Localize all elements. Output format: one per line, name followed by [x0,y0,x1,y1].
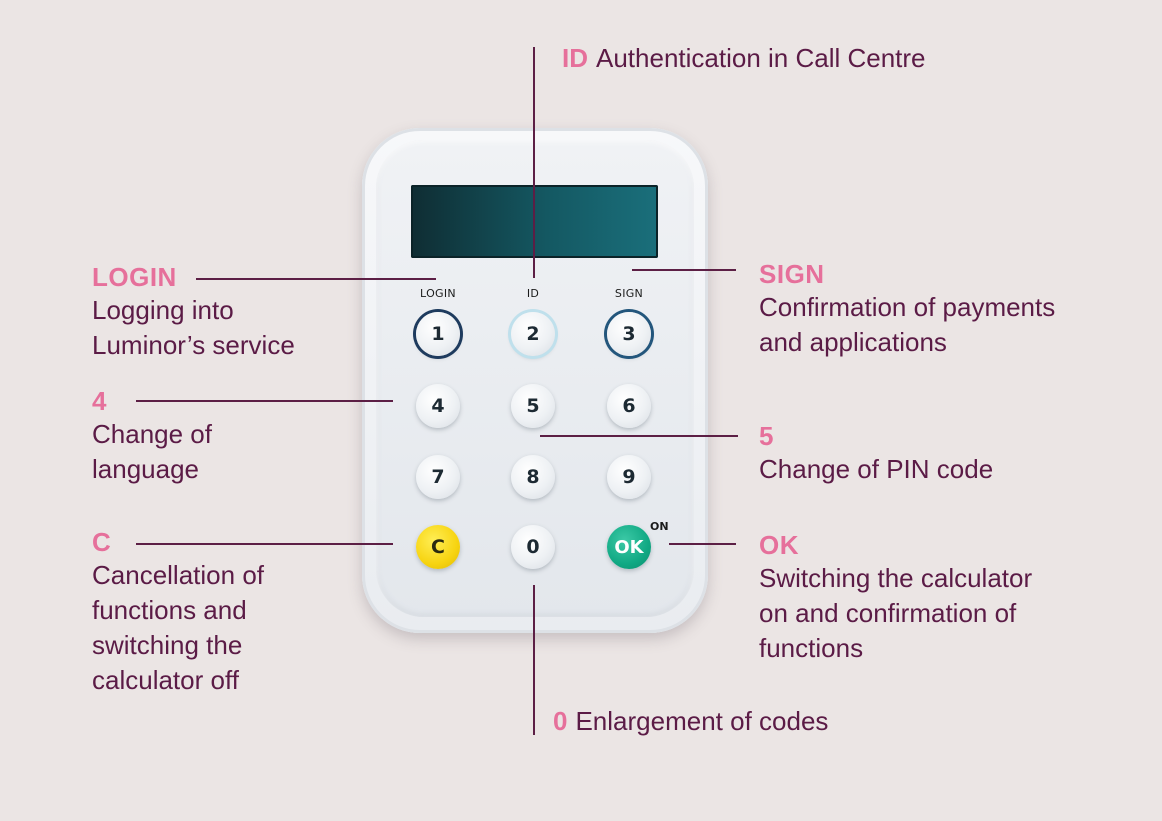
annotation-c-line3: switching the [92,630,243,660]
key-9[interactable]: 9 [607,455,651,499]
sign-key-label: SIGN [614,287,644,300]
annotation-sign-line2: and applications [759,327,947,357]
annotation-c-line1: Cancellation of [92,560,264,590]
login-key-label: LOGIN [420,287,456,300]
annotation-login-key: LOGIN [92,262,177,292]
annotation-4-line2: language [92,454,199,484]
annotation-ok-line1: Switching the calculator [759,563,1033,593]
annotation-0-key: 0 [553,706,568,736]
annotation-login: LOGIN Logging into Luminor’s service [92,262,295,363]
annotation-c-line2: functions and [92,595,247,625]
annotation-ok-line3: functions [759,633,864,663]
key-8[interactable]: 8 [511,455,555,499]
on-label: ON [650,520,669,533]
annotation-ok-key: OK [759,530,799,560]
key-c-cancel[interactable]: C [416,525,460,569]
key-3-sign[interactable]: 3 [607,312,651,356]
annotation-4-key: 4 [92,386,107,416]
key-2-id[interactable]: 2 [511,312,555,356]
annotation-4-line1: Change of [92,419,212,449]
annotation-sign-key: SIGN [759,259,825,289]
annotation-c: C Cancellation of functions and switchin… [92,527,264,698]
key-4[interactable]: 4 [416,384,460,428]
annotation-5-key: 5 [759,421,774,451]
annotation-ok-line2: on and confirmation of [759,598,1017,628]
key-1-login[interactable]: 1 [416,312,460,356]
key-6[interactable]: 6 [607,384,651,428]
annotation-sign-line1: Confirmation of payments [759,292,1056,322]
key-5[interactable]: 5 [511,384,555,428]
id-key-label: ID [526,287,540,300]
annotation-ok: OK Switching the calculator on and confi… [759,530,1032,666]
annotation-login-line2: Luminor’s service [92,330,295,360]
annotation-login-line1: Logging into [92,295,234,325]
key-7[interactable]: 7 [416,455,460,499]
annotation-id: ID Authentication in Call Centre [562,43,926,74]
annotation-sign: SIGN Confirmation of payments and applic… [759,259,1055,360]
annotation-c-key: C [92,527,112,557]
key-0[interactable]: 0 [511,525,555,569]
annotation-id-text: Authentication in Call Centre [596,43,926,73]
annotation-4: 4 Change of language [92,386,212,487]
annotation-c-line4: calculator off [92,665,239,695]
annotation-5: 5 Change of PIN code [759,421,993,487]
annotation-5-line1: Change of PIN code [759,454,994,484]
annotation-0-text: Enlargement of codes [575,706,829,736]
key-ok-on[interactable]: OK [607,525,651,569]
annotation-id-key: ID [562,43,588,73]
